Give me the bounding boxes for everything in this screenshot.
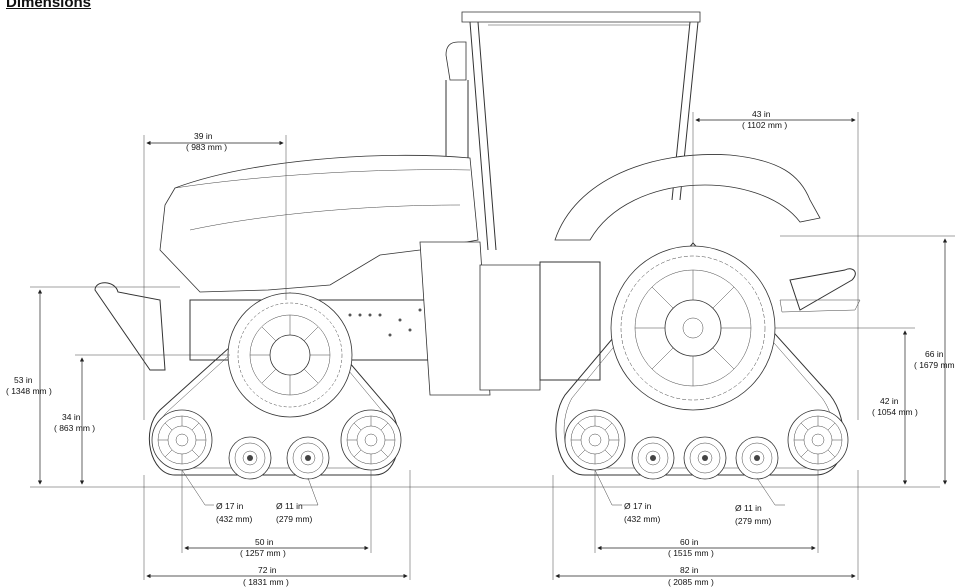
rear-overhang-in: 43 in <box>752 109 771 119</box>
rear-axle-mm: ( 1054 mm ) <box>872 407 918 417</box>
rear-inner-length-in: 60 in <box>680 537 699 547</box>
dimension-lines <box>30 112 955 580</box>
dimension-labels: 39 in ( 983 mm ) 43 in ( 1102 mm ) 53 in… <box>6 109 955 587</box>
rear-idler-dia: Ø 17 in <box>624 501 652 511</box>
front-overhang-mm: ( 983 mm ) <box>186 142 227 152</box>
front-axle-mm: ( 863 mm ) <box>54 423 95 433</box>
tractor-body <box>94 11 861 396</box>
rear-height-mm: ( 1679 mm <box>914 360 955 370</box>
rear-overhang-mm: ( 1102 mm ) <box>742 120 787 130</box>
page-title: Dimensions <box>6 0 92 11</box>
front-axle-in: 34 in <box>62 412 81 422</box>
rear-inner-length-mm: ( 1515 mm ) <box>668 548 714 558</box>
front-idler-dia: Ø 17 in <box>216 501 244 511</box>
front-overhang-in: 39 in <box>194 131 213 141</box>
front-outer-length-in: 72 in <box>258 565 277 575</box>
front-track-assembly <box>148 292 402 480</box>
rear-outer-length-mm: ( 2085 mm ) <box>668 577 714 587</box>
front-inner-length-mm: ( 1257 mm ) <box>240 548 286 558</box>
front-mid-dia-mm: (279 mm) <box>276 514 313 524</box>
front-mid-dia: Ø 11 in <box>276 501 303 511</box>
front-outer-length-mm: ( 1831 mm ) <box>243 577 289 587</box>
rear-height-in: 66 in <box>925 349 944 359</box>
rear-outer-length-in: 82 in <box>680 565 699 575</box>
front-inner-length-in: 50 in <box>255 537 274 547</box>
front-idler-dia-mm: (432 mm) <box>216 514 253 524</box>
rear-idler-dia-mm: (432 mm) <box>624 514 661 524</box>
rear-mid-dia: Ø 11 in <box>735 503 762 513</box>
rear-axle-in: 42 in <box>880 396 899 406</box>
front-height-in: 53 in <box>14 375 33 385</box>
rear-mid-dia-mm: (279 mm) <box>735 516 772 526</box>
front-height-mm: ( 1348 mm ) <box>6 386 52 396</box>
rear-track-assembly <box>555 242 849 480</box>
